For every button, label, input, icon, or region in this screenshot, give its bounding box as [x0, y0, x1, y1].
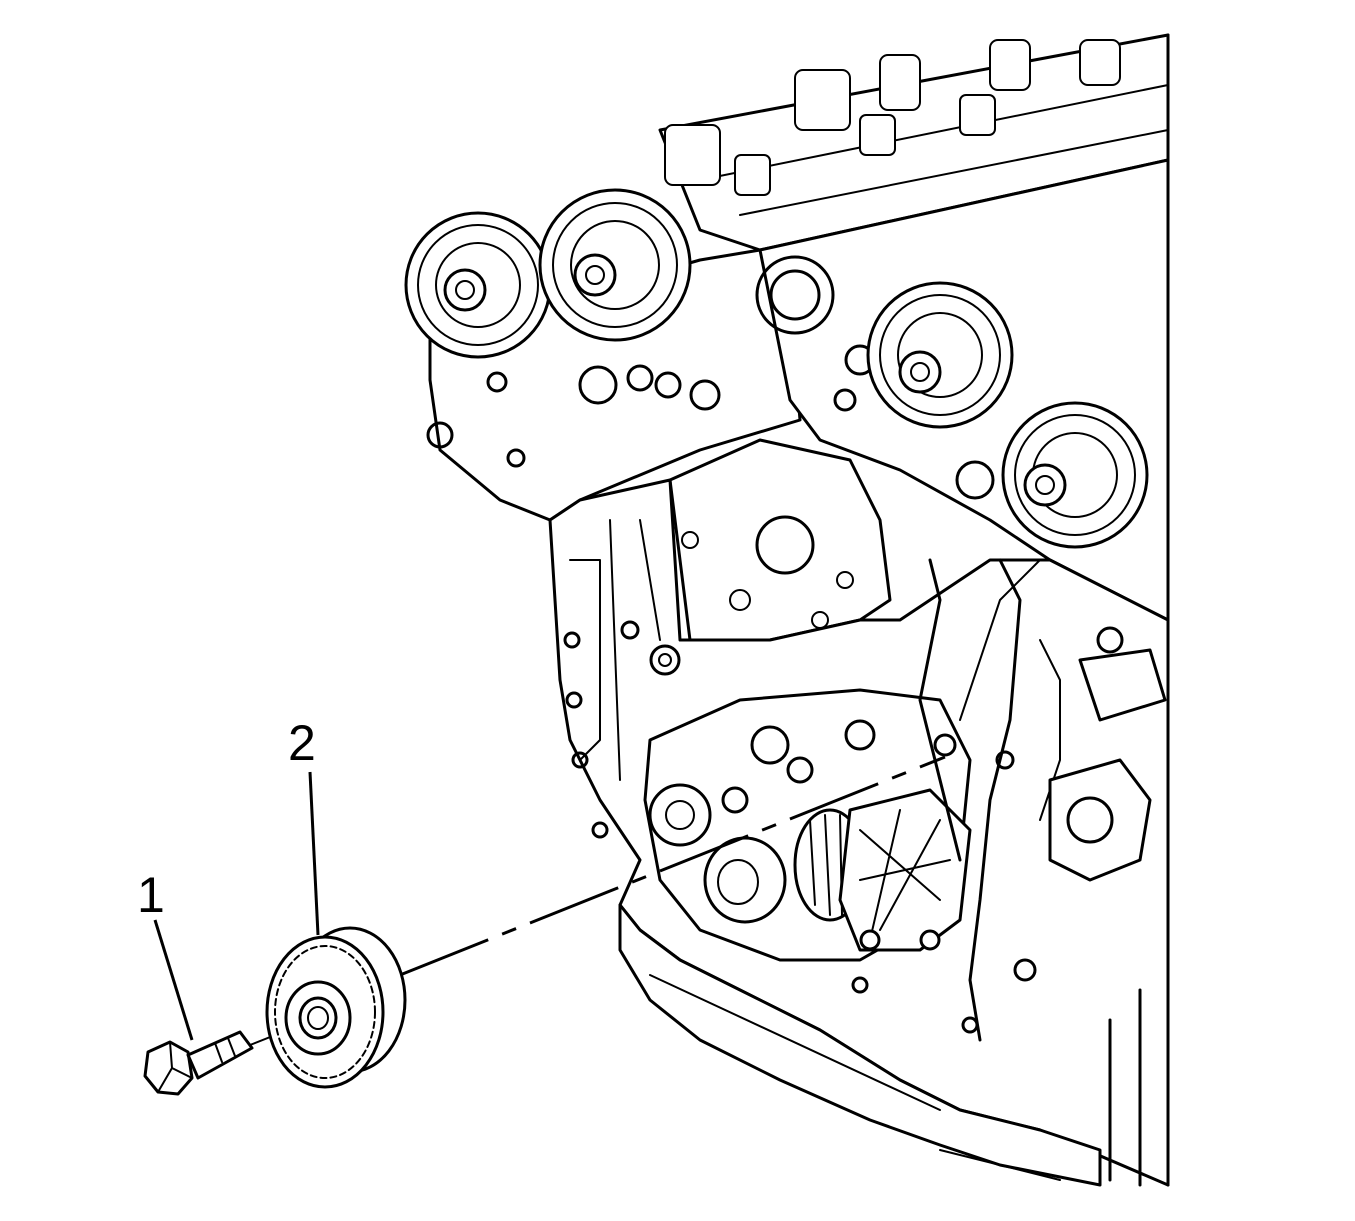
engine-block-illustration	[404, 33, 1170, 1187]
callout-label-2: 2	[288, 715, 316, 771]
left-exhaust-cam-sprocket	[538, 188, 692, 342]
block-left-ribs	[563, 519, 681, 839]
crankshaft-sprocket	[265, 926, 407, 1089]
right-intake-cam-sprocket	[866, 281, 1014, 429]
callout-2-leader	[308, 771, 320, 936]
right-exhaust-cam-sprocket	[1001, 401, 1149, 549]
callout-1-leader	[153, 919, 194, 1041]
camshaft-lobes	[664, 39, 1121, 196]
left-intake-cam-sprocket	[404, 211, 552, 359]
callout-label-1: 1	[137, 867, 165, 923]
assembly-centerline	[399, 755, 946, 977]
sprocket-bolt	[143, 1030, 254, 1096]
